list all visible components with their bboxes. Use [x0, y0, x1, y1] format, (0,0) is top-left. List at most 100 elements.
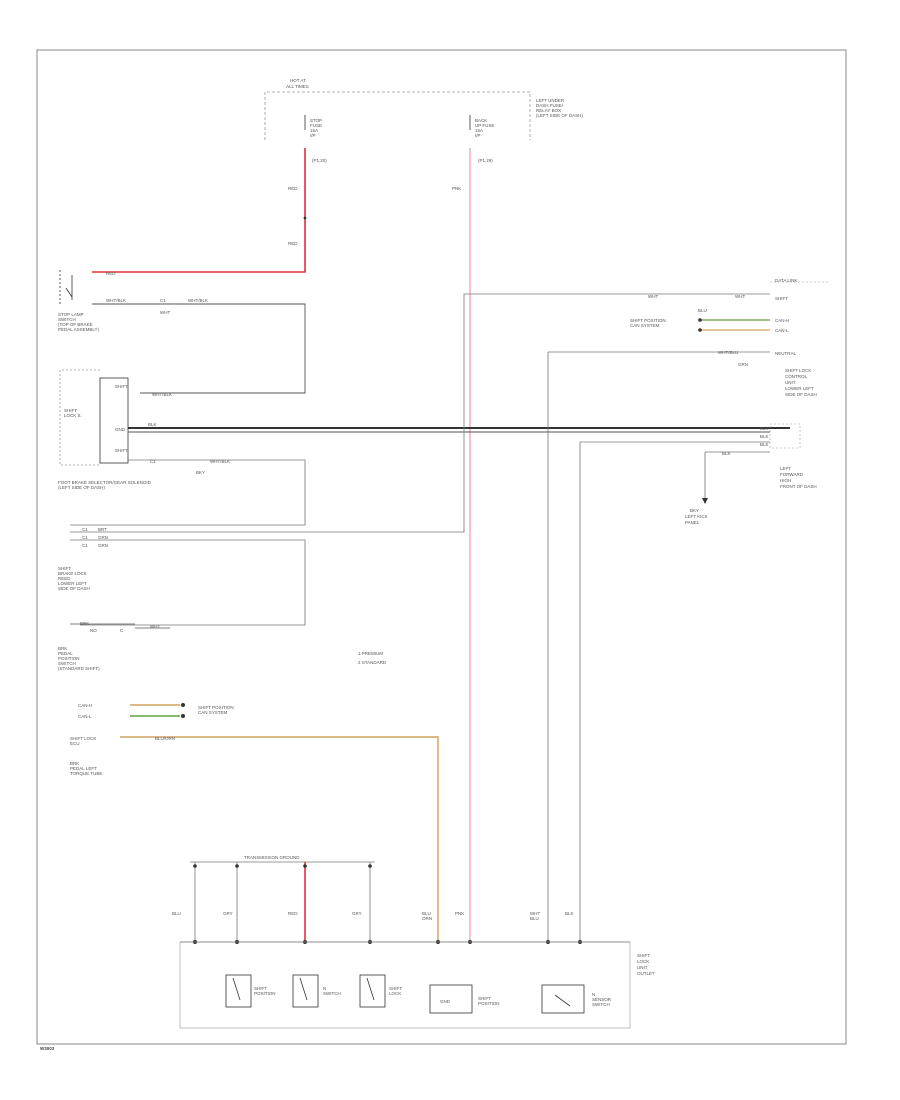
svg-text:UNIT: UNIT — [785, 380, 796, 385]
svg-text:RED: RED — [106, 271, 116, 276]
svg-text:I/P: I/P — [475, 133, 481, 138]
svg-text:STOP: STOP — [310, 118, 322, 123]
svg-text:GRN: GRN — [98, 543, 108, 548]
svg-text:(TOP OF BRAKE: (TOP OF BRAKE — [58, 322, 93, 327]
svg-text:SIDE OF DASH: SIDE OF DASH — [785, 392, 817, 397]
svg-text:PEDAL: PEDAL — [58, 651, 73, 656]
svg-text:LOCK: LOCK — [389, 991, 401, 996]
svg-text:CONTROL: CONTROL — [785, 374, 807, 379]
svg-text:WHT/BLK: WHT/BLK — [152, 392, 172, 397]
svg-text:FRONT OF DASH: FRONT OF DASH — [780, 484, 817, 489]
bottom-sensor-2: N SENSOR SWITCH — [541, 984, 612, 1014]
svg-text:ALL TIMES: ALL TIMES — [286, 84, 309, 89]
svg-text:BRAKE LOCK: BRAKE LOCK — [58, 571, 87, 576]
svg-text:CAN-L: CAN-L — [78, 714, 92, 719]
svg-text:CAN-L: CAN-L — [775, 328, 789, 333]
diagram-border — [36, 49, 847, 1045]
svg-text:POSITION: POSITION — [58, 656, 80, 661]
svg-text:BLU: BLU — [172, 911, 181, 916]
bottom-switch-2: N SWITCH — [292, 974, 341, 1008]
svg-text:SHIFT: SHIFT — [115, 384, 128, 389]
svg-text:HOT AT: HOT AT — [290, 78, 306, 83]
svg-text:WHT/BLK: WHT/BLK — [188, 298, 208, 303]
bottom-sensor-1: GND SHIFT POSITION — [429, 984, 500, 1014]
svg-text:SHIFT: SHIFT — [115, 448, 128, 453]
svg-text:BLU: BLU — [530, 916, 539, 921]
fuse-stop-lamp: STOP FUSE 15A I/P — [304, 115, 322, 138]
red-wire-stop-lamp — [92, 148, 306, 273]
svg-text:FOOT BRAKE SELECTOR/GEAR SOLEN: FOOT BRAKE SELECTOR/GEAR SOLENOID — [58, 480, 152, 485]
svg-text:(P1,29): (P1,29) — [478, 158, 493, 163]
svg-text:ECU: ECU — [70, 741, 80, 746]
svg-text:POSITION: POSITION — [478, 1001, 500, 1006]
svg-text:BLK: BLK — [760, 426, 769, 431]
svg-text:PNK: PNK — [455, 911, 464, 916]
svg-text:RED: RED — [288, 911, 298, 916]
svg-text:SWITCH: SWITCH — [58, 661, 76, 666]
svg-text:N: N — [592, 992, 595, 997]
svg-text:OUTLET: OUTLET — [637, 971, 655, 976]
svg-text:RED: RED — [288, 241, 298, 246]
svg-text:1 PREMIUM: 1 PREMIUM — [358, 651, 383, 656]
svg-text:WHT: WHT — [530, 911, 540, 916]
svg-text:SHIFT: SHIFT — [775, 296, 788, 301]
right-connector-upper: DATA LINK SHIFT CAN-H CAN-L NEUTRAL SHIF… — [630, 278, 830, 356]
svg-text:SHIFT: SHIFT — [254, 986, 267, 991]
svg-text:POSITION: POSITION — [254, 991, 276, 996]
svg-text:C: C — [120, 628, 124, 633]
svg-text:SWITCH: SWITCH — [58, 317, 76, 322]
svg-text:LEFT UNDER: LEFT UNDER — [536, 98, 565, 103]
fuse-back-up: BACK UP FUSE 15A I/P — [469, 115, 494, 138]
svg-text:BRK: BRK — [80, 621, 89, 626]
brake-lock-block: SHIFT BRAKE LOCK REED LOWER LEFT SIDE OF… — [58, 566, 90, 591]
svg-text:NO: NO — [90, 628, 97, 633]
svg-text:WHT: WHT — [735, 294, 745, 299]
svg-text:C1: C1 — [150, 459, 156, 464]
svg-text:GND: GND — [440, 999, 451, 1004]
svg-text:RED: RED — [288, 186, 298, 191]
svg-text:GRY: GRY — [352, 911, 362, 916]
svg-text:15A: 15A — [310, 128, 318, 133]
svg-text:WHT/BLK: WHT/BLK — [106, 298, 126, 303]
svg-text:ORN: ORN — [422, 916, 432, 921]
orange-green-connector: CAN-H CAN-L SHIFT POSITION CAN SYSTEM — [78, 703, 234, 719]
svg-text:CAN-H: CAN-H — [78, 703, 92, 708]
svg-text:BLK: BLK — [760, 442, 769, 447]
svg-text:LEFT: LEFT — [780, 466, 791, 471]
svg-text:BRK: BRK — [70, 761, 79, 766]
svg-text:FORWARD: FORWARD — [780, 472, 804, 477]
svg-text:(STANDARD SHIFT): (STANDARD SHIFT) — [58, 666, 100, 671]
svg-text:SWITCH: SWITCH — [592, 1002, 610, 1007]
svg-text:CAN SYSTEM: CAN SYSTEM — [198, 710, 228, 715]
svg-text:BLU: BLU — [698, 308, 707, 313]
svg-text:NEUTRAL: NEUTRAL — [775, 351, 797, 356]
svg-text:(LEFT SIDE OF DASH): (LEFT SIDE OF DASH) — [58, 485, 105, 490]
svg-text:BACK: BACK — [475, 118, 487, 123]
svg-text:C1: C1 — [82, 535, 88, 540]
svg-text:C1: C1 — [82, 527, 88, 532]
svg-text:SIDE OF DASH: SIDE OF DASH — [58, 586, 90, 591]
svg-text:(LEFT SIDE OF DASH): (LEFT SIDE OF DASH) — [536, 113, 583, 118]
fuse-box: HOT AT ALL TIMES LEFT UNDER DASH FUSE/ R… — [264, 78, 583, 140]
svg-text:BRK: BRK — [58, 646, 67, 651]
svg-text:PEDAL LEFT: PEDAL LEFT — [70, 766, 97, 771]
svg-text:REED: REED — [58, 576, 71, 581]
svg-text:I/P: I/P — [310, 133, 316, 138]
svg-text:SHIFT: SHIFT — [478, 996, 491, 1001]
harness-top-bar: TRANSMISSION GROUND — [190, 855, 375, 940]
svg-text:SHIFT LOCK: SHIFT LOCK — [785, 368, 811, 373]
shift-lock-block: SHIFT LOCK S. SHIFT GND SHIFT FOOT BRAKE… — [58, 369, 152, 490]
svg-text:SHIFT: SHIFT — [64, 408, 77, 413]
svg-text:TRANSMISSION GROUND: TRANSMISSION GROUND — [244, 855, 300, 860]
svg-text:N: N — [323, 986, 326, 991]
bottom-switch-1: SHIFT POSITION — [225, 974, 276, 1008]
svg-text:15A: 15A — [475, 128, 483, 133]
svg-text:LEFT KICK: LEFT KICK — [685, 514, 708, 519]
svg-text:BLK: BLK — [760, 434, 769, 439]
svg-text:GRN: GRN — [98, 535, 108, 540]
svg-text:LOCK S.: LOCK S. — [64, 413, 82, 418]
stop-lamp-switch: STOP LAMP SWITCH (TOP OF BRAKE PEDAL ASS… — [58, 270, 100, 332]
svg-text:WHT/BLK: WHT/BLK — [210, 459, 230, 464]
svg-text:SHIFT: SHIFT — [389, 986, 402, 991]
